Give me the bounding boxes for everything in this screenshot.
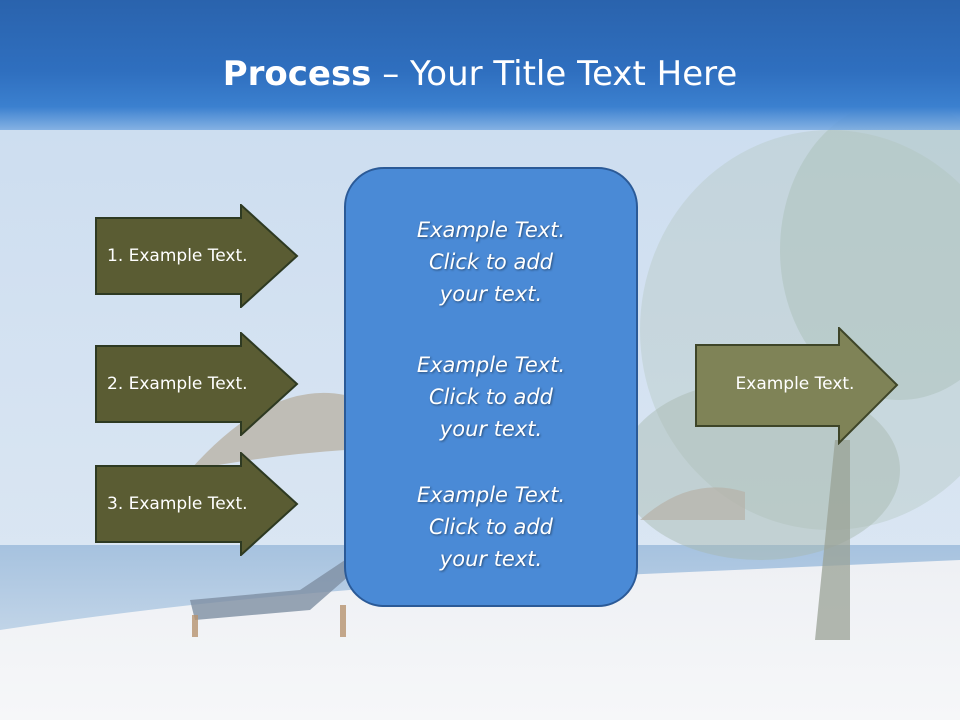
center-text-line: your text. [439, 547, 543, 571]
right-arrow-shape-icon [95, 204, 299, 308]
title-banner: Process – Your Title Text Here [0, 0, 960, 130]
center-text-block-1[interactable]: Example Text. Click to add your text. [346, 214, 636, 310]
process-step-3-arrow[interactable]: 3. Example Text. [95, 452, 300, 556]
process-step-3-label: 3. Example Text. [107, 494, 248, 514]
right-arrow-shape-icon [95, 452, 299, 556]
center-text-line: Click to add [428, 515, 553, 539]
center-text-line: Example Text. [416, 218, 566, 242]
process-step-1-label: 1. Example Text. [107, 246, 248, 266]
center-text-line: Example Text. [416, 353, 566, 377]
center-text-line: your text. [439, 417, 543, 441]
process-step-2-label: 2. Example Text. [107, 374, 248, 394]
process-step-1-arrow[interactable]: 1. Example Text. [95, 204, 300, 308]
title-bold-part: Process [222, 54, 372, 94]
result-arrow[interactable]: Example Text. [695, 327, 900, 445]
center-text-block-3[interactable]: Example Text. Click to add your text. [346, 479, 636, 575]
process-step-2-arrow[interactable]: 2. Example Text. [95, 332, 300, 436]
title-rest-part: – Your Title Text Here [371, 54, 738, 94]
center-text-line: your text. [439, 282, 543, 306]
center-text-box[interactable]: Example Text. Click to add your text. Ex… [344, 167, 638, 607]
center-text-line: Example Text. [416, 483, 566, 507]
result-arrow-label: Example Text. [735, 374, 855, 394]
center-text-line: Click to add [428, 385, 553, 409]
slide-title[interactable]: Process – Your Title Text Here [0, 50, 960, 98]
center-text-block-2[interactable]: Example Text. Click to add your text. [346, 349, 636, 445]
right-arrow-shape-icon [95, 332, 299, 436]
right-arrow-shape-icon [695, 327, 899, 445]
center-text-line: Click to add [428, 250, 553, 274]
